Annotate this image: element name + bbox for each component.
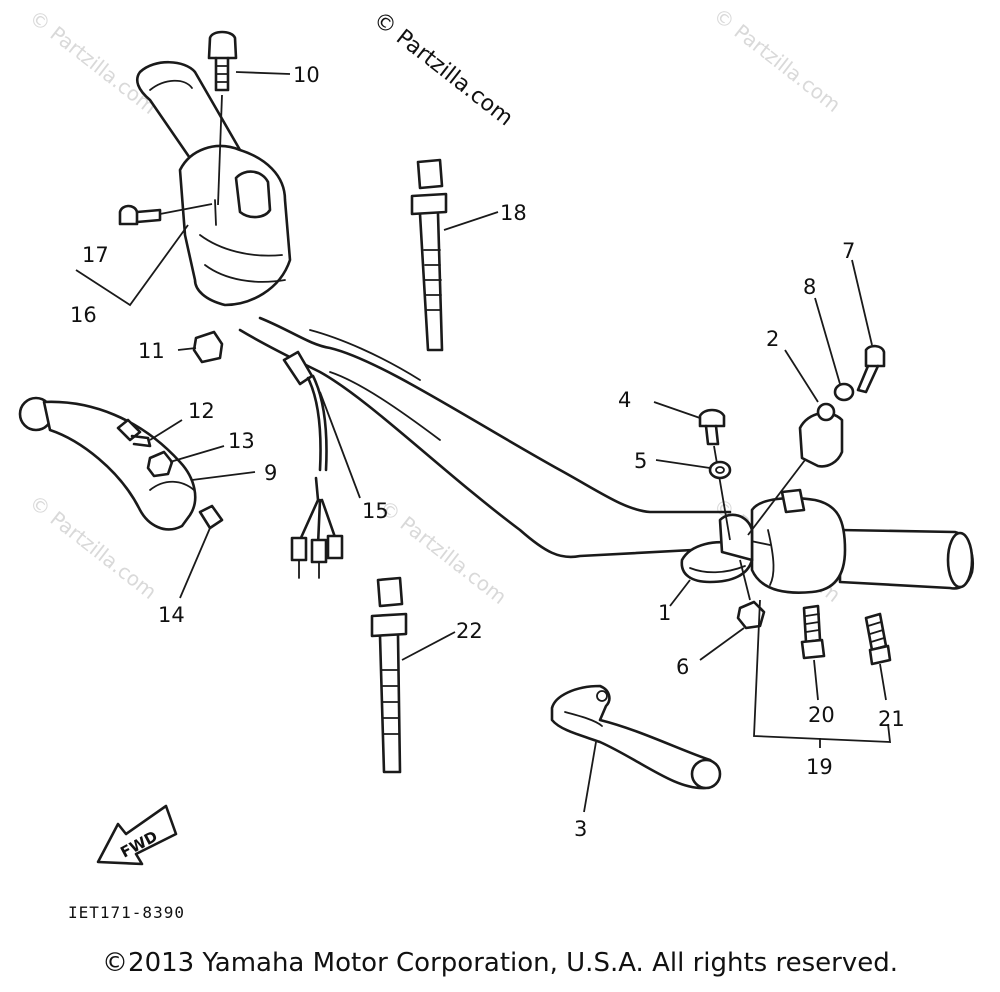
callout-21: 21 [878,707,905,731]
clamp-2 [747,349,844,536]
callout-labels: 1 2 3 4 5 6 7 8 9 10 11 12 13 14 15 16 1… [70,63,905,841]
callout-1: 1 [658,601,671,625]
callout-11: 11 [138,339,165,363]
callout-18: 18 [500,201,527,225]
nut-13 [146,445,225,478]
handlebar [238,316,732,559]
callout-15: 15 [362,499,389,523]
left-lever-9 [18,396,256,531]
bracket-16 [75,224,189,307]
washer-8 [814,297,855,402]
right-lever-3 [550,684,722,813]
callout-16: 16 [70,303,97,327]
callout-7: 7 [842,239,855,263]
pin-14 [179,504,224,599]
callout-3: 3 [574,817,587,841]
bracket-19 [753,599,892,743]
watermark-top-left: © Partzilla.com [25,5,161,119]
callout-14: 14 [158,603,185,627]
callout-22: 22 [456,619,483,643]
cable-tie-22 [370,576,456,774]
screw-20 [800,604,826,701]
callout-17: 17 [82,243,109,267]
washer-5 [655,459,732,480]
watermark-top-right: © Partzilla.com [709,3,845,117]
drawing-code: IET171-8390 [68,903,185,922]
fwd-arrow: FWD [96,804,178,866]
bolt-12 [116,418,183,448]
cable-tie-18 [410,158,499,352]
watermark-primary: © Partzilla.com [368,7,517,131]
screw-10 [207,30,291,206]
callout-20: 20 [808,703,835,727]
callout-9: 9 [264,461,277,485]
right-throttle-housing [745,488,847,594]
right-grip [838,528,974,590]
callout-10: 10 [293,63,320,87]
bolt-4 [653,401,731,541]
callout-6: 6 [676,655,689,679]
nut-6 [699,559,766,661]
callout-2: 2 [766,327,779,351]
callout-19: 19 [806,755,833,779]
callout-8: 8 [803,275,816,299]
screw-21 [864,612,892,701]
callout-12: 12 [188,399,215,423]
bolt-7 [851,259,886,394]
wire-harness-15 [282,350,361,579]
nut-11 [177,330,224,364]
callout-4: 4 [618,388,631,412]
copyright-notice: ©2013 Yamaha Motor Corporation, U.S.A. A… [102,948,898,978]
callout-5: 5 [634,449,647,473]
left-switch-housing [178,144,292,307]
callout-13: 13 [228,429,255,453]
screw-17 [118,203,213,226]
